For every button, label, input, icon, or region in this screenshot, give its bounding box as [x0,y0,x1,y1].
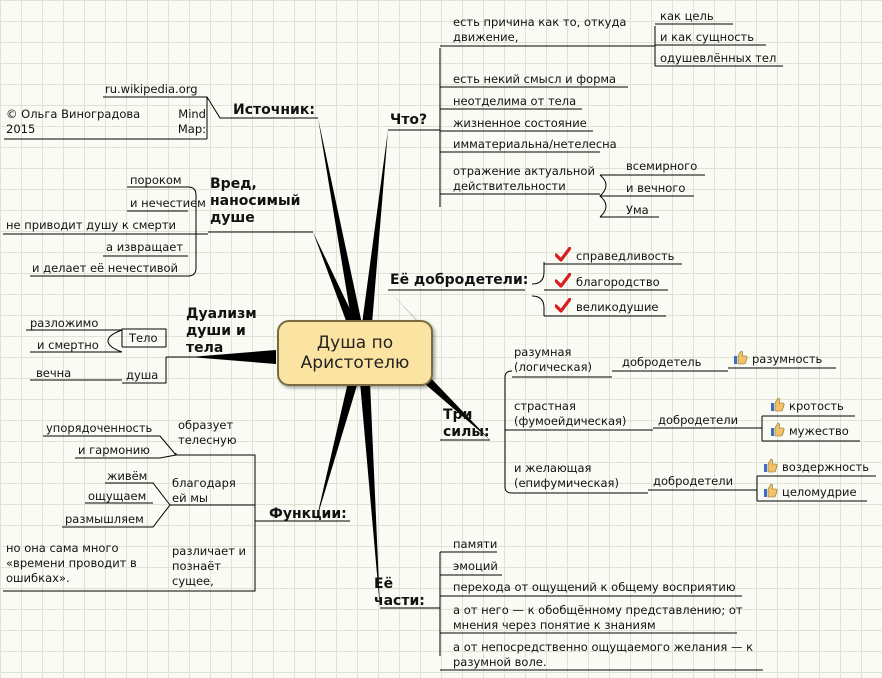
what-item[interactable]: жизненное состояние [453,116,587,130]
what-item[interactable]: есть некий смысл и форма [453,72,617,86]
what-label[interactable]: Что? [390,112,428,128]
function-cognizes-item[interactable]: но она сама много «времени проводит в ош… [6,541,137,585]
function-cognizes[interactable]: различает и познаёт сущее, [172,544,247,588]
central-topic-line2: Аристотелю [300,353,410,373]
force-rational-item[interactable]: разумность [752,352,823,366]
what-cause-item[interactable]: и как сущность [660,30,755,44]
part-item[interactable]: а от него — к обобщённому представлению;… [453,603,743,632]
thumbs-up-icon [764,483,778,498]
function-thanks[interactable]: благодаря ей мы [172,476,236,505]
harm-item[interactable]: и нечестием [130,196,206,210]
dualism-body-item[interactable]: разложимо [30,316,99,330]
source-wiki-link[interactable]: ru.wikipedia.org [105,82,198,96]
checkmark-icon [555,273,571,288]
virtue-item[interactable]: благородство [576,275,660,289]
part-item[interactable]: перехода от ощущений к общему восприятию [453,580,736,594]
harm-item[interactable]: пороком [130,173,182,187]
dualism-soul-item[interactable]: вечна [36,366,72,380]
part-item[interactable]: памяти [453,537,498,551]
parts-label[interactable]: Её части: [374,576,425,609]
what-reflection[interactable]: отражение актуальной действительности [453,164,595,193]
what-reflection-item[interactable]: и вечного [626,181,686,195]
what-item[interactable]: неотделима от тела [453,94,577,108]
dualism-body[interactable]: Тело [129,331,158,345]
what-cause-item[interactable]: одушевлённых тел [660,51,777,65]
function-thanks-item[interactable]: живём [107,469,148,483]
dualism-body-item[interactable]: и смертно [37,338,99,352]
harm-item[interactable]: а извращает [106,240,184,254]
virtue-item[interactable]: великодушие [576,300,659,314]
thumbs-up-icon [734,350,748,365]
what-reflection-item[interactable]: всемирного [626,159,698,173]
force-rational[interactable]: разумная (логическая) [514,345,592,374]
force-passionate[interactable]: страстная (фумоейдическая) [514,399,627,428]
dualism-label[interactable]: Дуализм души и тела [186,306,257,356]
virtues-label[interactable]: Её добродетели: [390,272,529,288]
source-author: © Ольга Виноградова 2015 [6,107,141,136]
part-item[interactable]: а от непосредственно ощущаемого желания … [453,640,754,669]
what-cause[interactable]: есть причина как то, откуда движение, [453,15,627,44]
forces-label[interactable]: Три силы: [443,407,490,440]
checkmark-icon [555,298,571,313]
harm-label[interactable]: Вред, наносимый душе [210,176,301,226]
force-passionate-item[interactable]: мужество [789,424,849,438]
central-topic[interactable]: Душа по Аристотелю [277,320,433,386]
what-item[interactable]: имматериальна/нетелесна [453,137,617,151]
what-cause-item[interactable]: как цель [660,9,714,23]
harm-item[interactable]: и делает её нечестивой [32,261,179,275]
force-desiring[interactable]: и желающая (епифумическая) [514,461,619,490]
force-desiring-item[interactable]: воздержность [782,460,869,474]
functions-label[interactable]: Функции: [269,506,347,522]
function-thanks-item[interactable]: ощущаем [88,489,147,503]
function-thanks-item[interactable]: размышляем [65,512,144,526]
force-desiring-virtue[interactable]: добродетели [653,474,734,488]
dualism-soul[interactable]: душа [126,368,159,382]
thumbs-up-icon [771,422,785,437]
force-desiring-item[interactable]: целомудрие [782,485,857,499]
source-mindmap-label[interactable]: Mind Map: [177,107,206,136]
what-reflection-item[interactable]: Ума [626,203,649,217]
function-forms-item[interactable]: и гармонию [78,443,150,457]
thumbs-up-icon [764,458,778,473]
source-label[interactable]: Источник: [233,102,315,118]
virtue-item[interactable]: справедливость [576,249,675,263]
harm-item[interactable]: не приводит душу к смерти [6,218,177,232]
central-topic-line1: Душа по [316,333,394,353]
force-passionate-virtue[interactable]: добродетели [658,413,739,427]
part-item[interactable]: эмоций [453,559,498,573]
force-passionate-item[interactable]: кротость [789,399,844,413]
function-forms[interactable]: образует телесную [178,418,237,447]
checkmark-icon [555,247,571,262]
force-rational-virtue[interactable]: добродетель [622,355,702,369]
function-forms-item[interactable]: упорядоченность [46,421,153,435]
thumbs-up-icon [771,397,785,412]
